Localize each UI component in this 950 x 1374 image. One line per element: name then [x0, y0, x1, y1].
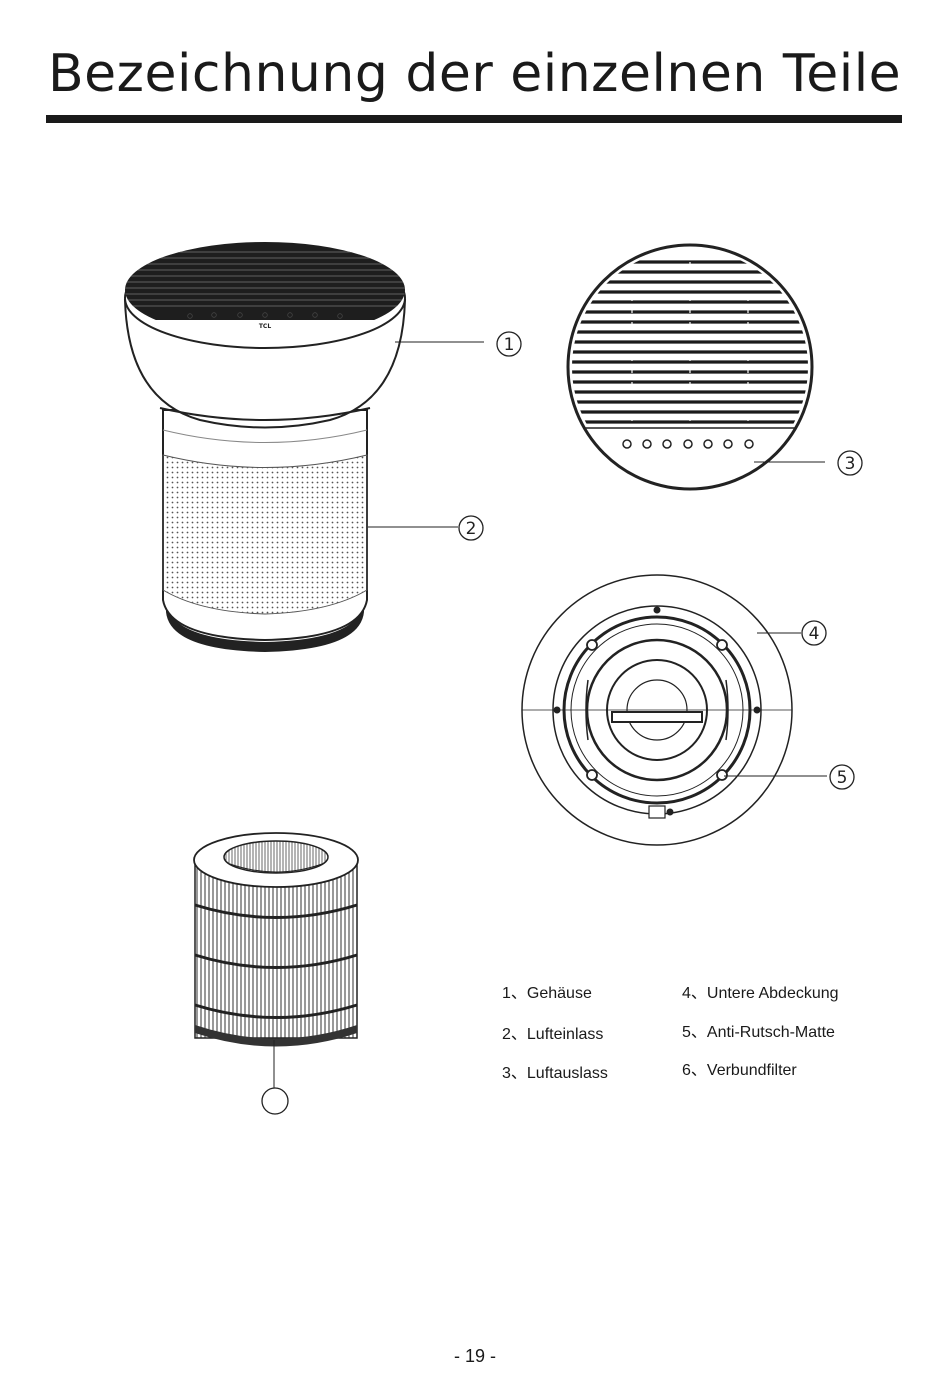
- callout-2-label: 2: [466, 519, 477, 539]
- legend-item-housing: 1、Gehäuse: [502, 979, 592, 1003]
- callout-5: 5: [830, 765, 854, 789]
- brand-logo: TCL: [259, 323, 271, 330]
- page-number: - 19 -: [0, 1346, 950, 1367]
- air-inlet-mesh: [163, 455, 367, 614]
- callout-5-label: 5: [837, 768, 848, 788]
- callout-4-label: 4: [809, 624, 820, 644]
- callout-4: 4: [802, 621, 826, 645]
- callout-1-label: 1: [504, 335, 515, 355]
- callout-6: [262, 1088, 288, 1114]
- callout-3-label: 3: [845, 454, 856, 474]
- outlet-grille-figure: [565, 245, 815, 505]
- callout-3: 3: [838, 451, 862, 475]
- bottom-cover-figure: [522, 575, 792, 845]
- legend-item-air-inlet: 2、Lufteinlass: [502, 1020, 603, 1044]
- legend-item-air-outlet: 3、Luftauslass: [502, 1059, 608, 1083]
- legend-item-bottom-cover: 4、Untere Abdeckung: [682, 979, 839, 1003]
- callout-2: 2: [459, 516, 483, 540]
- legend-item-composite-filter: 6、Verbundfilter: [682, 1056, 797, 1080]
- air-purifier-figure: TCL: [120, 240, 410, 652]
- composite-filter-figure: [194, 833, 358, 1047]
- legend-item-anti-slip-mat: 5、Anti-Rutsch-Matte: [682, 1018, 835, 1042]
- callout-1: 1: [497, 332, 521, 356]
